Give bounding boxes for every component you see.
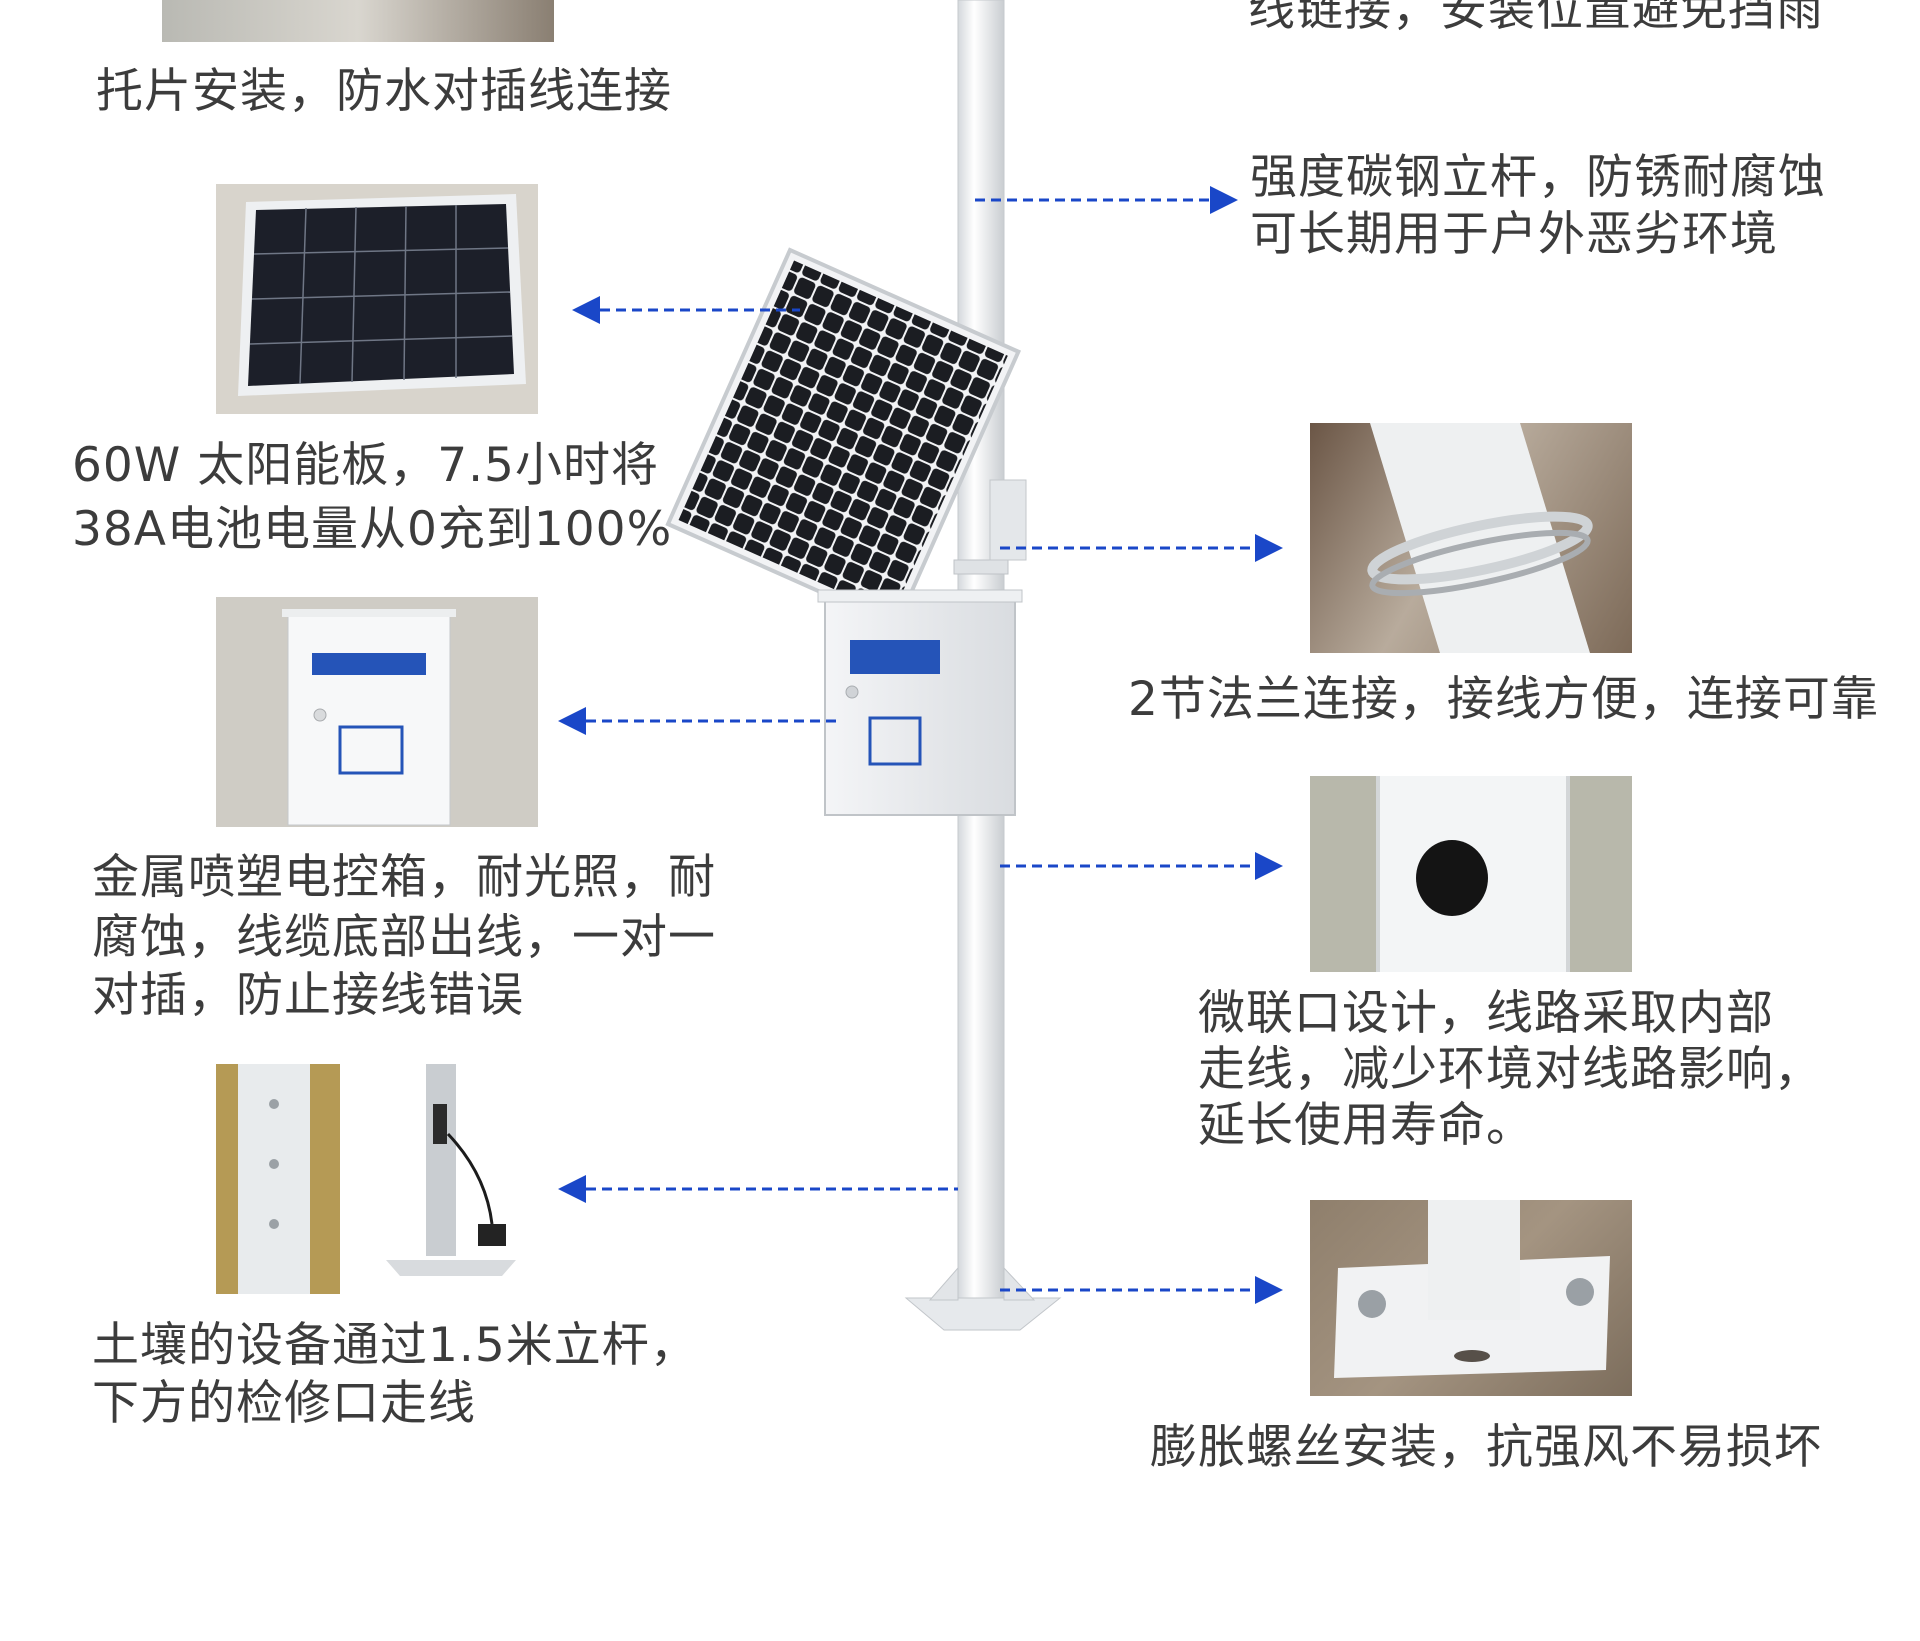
caption-tray-install: 托片安装，防水对插线连接 [96,64,672,119]
caption-control-box-line1: 金属喷塑电控箱，耐光照，耐 [92,850,716,905]
solar-panel [665,247,1022,629]
caption-soil-line1: 土壤的设备通过1.5米立杆， [92,1318,698,1373]
caption-micro-port-line3: 延长使用寿命。 [1198,1098,1534,1153]
flange-photo [1310,423,1632,653]
caption-control-box-line2: 腐蚀，线缆底部出线，一对一 [92,910,716,965]
connector-lines [586,198,1255,1292]
solar-panel-photo [216,184,538,414]
control-box [817,589,1023,816]
anchor-bolt-photo [1310,1200,1632,1396]
control-box-photo [216,597,538,827]
caption-micro-port-line1: 微联口设计，线路采取内部 [1198,986,1774,1041]
arrow-heads [558,186,1283,1304]
caption-pole-line2: 可长期用于户外恶劣环境 [1250,207,1778,262]
soil-device-photo [216,1064,538,1294]
caption-micro-port-line2: 走线，减少环境对线路影响， [1198,1042,1822,1097]
caption-anchor-bolt: 膨胀螺丝安装，抗强风不易损坏 [1150,1420,1822,1475]
caption-control-box-line3: 对插，防止接线错误 [92,968,524,1023]
base-plate [904,1297,1062,1331]
pole-flange [953,559,1009,575]
caption-pole-line1: 强度碳钢立杆，防锈耐腐蚀 [1250,150,1826,205]
tray-install-photo [162,0,554,42]
caption-soil-line2: 下方的检修口走线 [92,1376,476,1431]
caption-flange: 2节法兰连接，接线方便，连接可靠 [1128,672,1879,727]
caption-solar-line1: 60W 太阳能板，7.5小时将 [72,438,659,493]
caption-solar-line2: 38A电池电量从0充到100% [72,502,673,557]
micro-port-photo [1310,776,1632,972]
caption-top-right: 线链接，安装位置避免挡雨 [1248,0,1824,37]
